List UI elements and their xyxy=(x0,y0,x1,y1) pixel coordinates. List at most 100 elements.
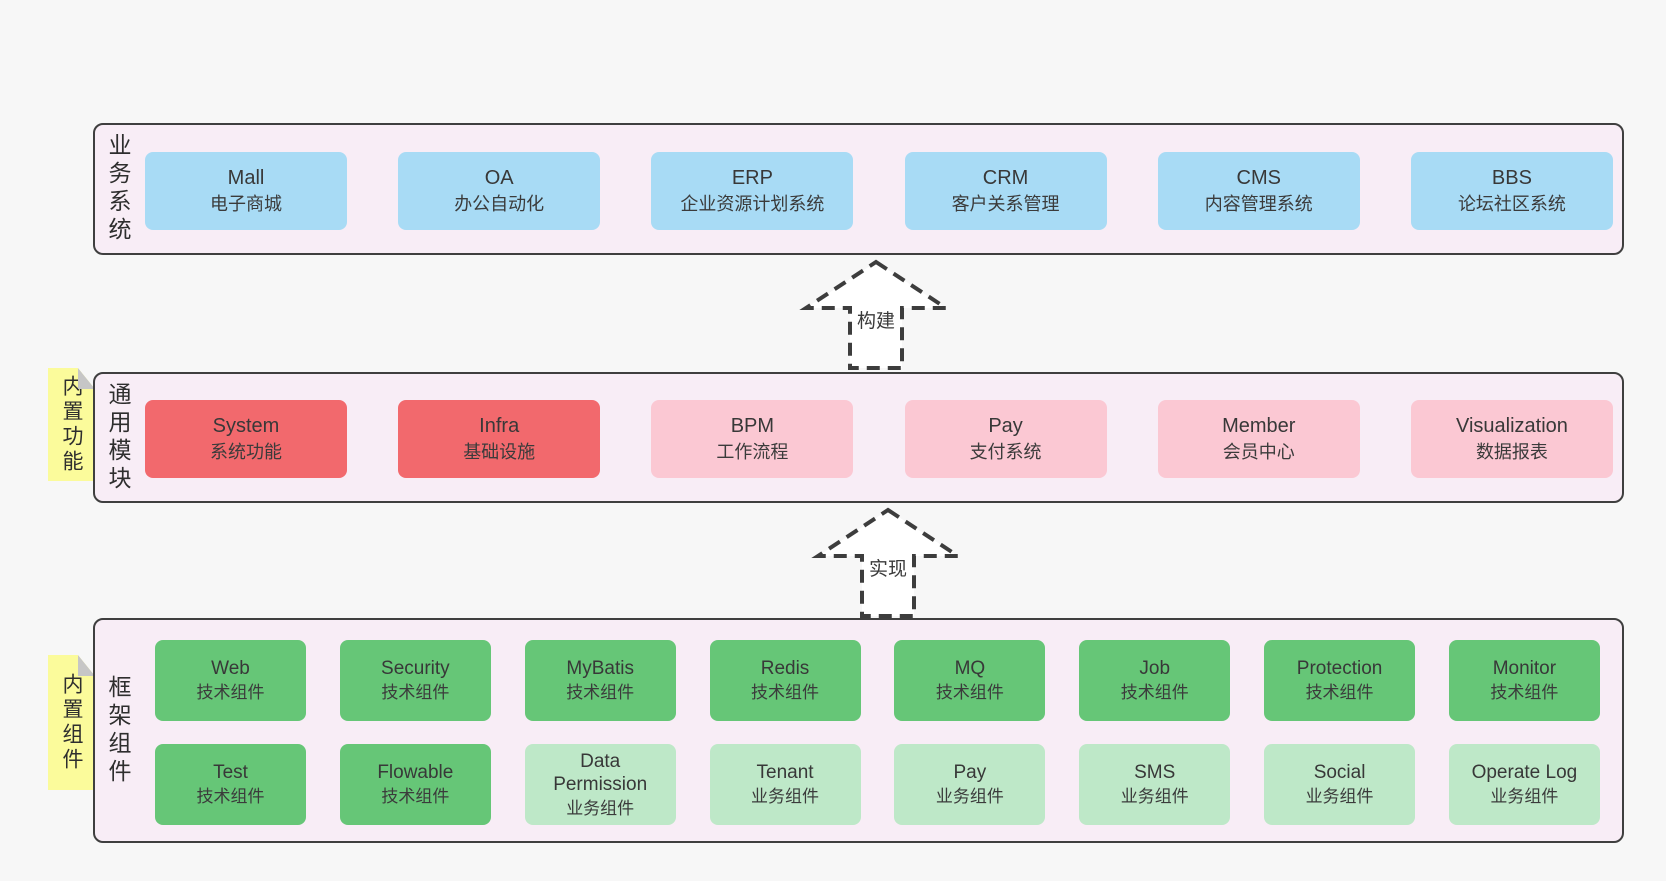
module-desc: 企业资源计划系统 xyxy=(680,194,825,214)
module-box-system: System 系统功能 xyxy=(145,400,347,478)
component-name: Web xyxy=(211,658,250,679)
component-desc: 技术组件 xyxy=(1490,683,1559,702)
component-name: Operate Log xyxy=(1471,762,1578,783)
module-desc: 基础设施 xyxy=(463,442,536,462)
arrow-build: 构建 xyxy=(799,259,953,370)
framework-components-row-2: Test 技术组件 Flowable 技术组件 Data Permission … xyxy=(155,744,1600,825)
component-desc: 技术组件 xyxy=(935,683,1004,702)
component-desc: 技术组件 xyxy=(196,683,265,702)
arrow-label: 实现 xyxy=(869,558,907,580)
module-box-visualization: Visualization 数据报表 xyxy=(1410,400,1613,478)
module-name: BBS xyxy=(1491,167,1532,189)
common-modules-row: System 系统功能 Infra 基础设施 BPM 工作流程 Pay 支付系统… xyxy=(145,400,1613,478)
module-desc: 会员中心 xyxy=(1222,442,1295,462)
component-desc: 技术组件 xyxy=(1120,683,1189,702)
module-name: Visualization xyxy=(1455,415,1568,437)
component-desc: 技术组件 xyxy=(566,683,635,702)
band-common-modules: 通用模块 System 系统功能 Infra 基础设施 BPM 工作流程 Pay… xyxy=(93,372,1624,503)
module-box-erp: ERP 企业资源计划系统 xyxy=(651,152,854,230)
component-box-job: Job 技术组件 xyxy=(1079,640,1231,721)
component-box-flowable: Flowable 技术组件 xyxy=(339,744,491,825)
component-name: Pay xyxy=(953,762,987,783)
band-label-framework-components: 框架组件 xyxy=(105,674,131,787)
component-desc: 业务组件 xyxy=(1120,787,1189,806)
sticky-note-label: 内置组件 xyxy=(60,672,83,773)
component-desc: 技术组件 xyxy=(751,683,820,702)
component-box-social: Social 业务组件 xyxy=(1264,744,1416,825)
component-desc: 技术组件 xyxy=(381,683,450,702)
component-box-operate-log: Operate Log 业务组件 xyxy=(1448,744,1600,825)
module-desc: 数据报表 xyxy=(1475,442,1548,462)
component-name: Flowable xyxy=(377,762,454,783)
component-name: MQ xyxy=(954,658,986,679)
arrow-implement: 实现 xyxy=(811,507,965,618)
module-box-member: Member 会员中心 xyxy=(1157,400,1360,478)
component-desc: 技术组件 xyxy=(1305,683,1374,702)
component-desc: 技术组件 xyxy=(196,787,265,806)
component-desc: 业务组件 xyxy=(1490,787,1559,806)
dashed-up-arrow-shape xyxy=(811,507,965,618)
component-name: Tenant xyxy=(756,762,814,783)
component-box-redis: Redis 技术组件 xyxy=(709,640,861,721)
band-framework-components: 框架组件 Web 技术组件 Security 技术组件 MyBatis 技术组件… xyxy=(93,618,1624,843)
component-name: Protection xyxy=(1296,658,1383,679)
module-desc: 办公自动化 xyxy=(454,194,545,214)
band-label-business-systems: 业务系统 xyxy=(105,133,131,245)
module-name: OA xyxy=(484,167,514,189)
module-name: Infra xyxy=(479,415,520,437)
module-box-mall: Mall 电子商城 xyxy=(145,152,347,230)
module-desc: 系统功能 xyxy=(210,442,282,462)
component-name: MyBatis xyxy=(566,658,634,679)
dashed-up-arrow-shape xyxy=(799,259,953,370)
module-box-cms: CMS 内容管理系统 xyxy=(1157,152,1360,230)
module-box-pay: Pay 支付系统 xyxy=(904,400,1107,478)
component-box-mq: MQ 技术组件 xyxy=(894,640,1046,721)
sticky-note-built-in-components: 内置组件 xyxy=(48,655,95,790)
component-desc: 业务组件 xyxy=(751,787,820,806)
module-desc: 支付系统 xyxy=(969,442,1042,462)
module-box-crm: CRM 客户关系管理 xyxy=(904,152,1107,230)
component-box-monitor: Monitor 技术组件 xyxy=(1448,640,1600,721)
module-desc: 电子商城 xyxy=(210,194,282,214)
component-name: Test xyxy=(213,762,248,783)
module-desc: 工作流程 xyxy=(716,442,789,462)
component-box-sms: SMS 业务组件 xyxy=(1079,744,1231,825)
component-name: SMS xyxy=(1134,762,1176,783)
sticky-note-label: 内置功能 xyxy=(60,374,83,475)
module-name: CRM xyxy=(982,167,1029,189)
module-desc: 客户关系管理 xyxy=(951,194,1060,214)
business-systems-row: Mall 电子商城 OA 办公自动化 ERP 企业资源计划系统 CRM 客户关系… xyxy=(145,152,1613,230)
component-box-test: Test 技术组件 xyxy=(155,744,306,825)
component-desc: 业务组件 xyxy=(935,787,1004,806)
component-desc: 业务组件 xyxy=(1305,787,1374,806)
module-name: CMS xyxy=(1236,167,1281,189)
module-desc: 论坛社区系统 xyxy=(1457,194,1566,214)
component-name: Monitor xyxy=(1492,658,1557,679)
module-box-oa: OA 办公自动化 xyxy=(398,152,601,230)
module-name: System xyxy=(212,415,280,437)
component-box-mybatis: MyBatis 技术组件 xyxy=(524,640,676,721)
component-name: Social xyxy=(1313,762,1366,783)
module-name: Pay xyxy=(988,415,1023,437)
module-name: Mall xyxy=(227,167,265,189)
band-label-common-modules: 通用模块 xyxy=(105,381,131,494)
component-name: Data Permission xyxy=(553,750,648,795)
component-box-pay: Pay 业务组件 xyxy=(894,744,1046,825)
framework-components-row-1: Web 技术组件 Security 技术组件 MyBatis 技术组件 Redi… xyxy=(155,640,1600,721)
module-box-infra: Infra 基础设施 xyxy=(398,400,601,478)
module-name: ERP xyxy=(731,167,773,189)
module-desc: 内容管理系统 xyxy=(1204,194,1313,214)
module-box-bpm: BPM 工作流程 xyxy=(651,400,854,478)
module-name: Member xyxy=(1222,415,1296,437)
band-business-systems: 业务系统 Mall 电子商城 OA 办公自动化 ERP 企业资源计划系统 CRM… xyxy=(93,123,1624,255)
component-box-protection: Protection 技术组件 xyxy=(1264,640,1416,721)
component-desc: 技术组件 xyxy=(381,787,450,806)
component-name: Security xyxy=(381,658,450,679)
component-box-tenant: Tenant 业务组件 xyxy=(709,744,861,825)
arrow-label: 构建 xyxy=(857,310,895,332)
component-name: Job xyxy=(1139,658,1171,679)
component-box-security: Security 技术组件 xyxy=(339,640,491,721)
module-box-bbs: BBS 论坛社区系统 xyxy=(1410,152,1613,230)
module-name: BPM xyxy=(730,415,775,437)
